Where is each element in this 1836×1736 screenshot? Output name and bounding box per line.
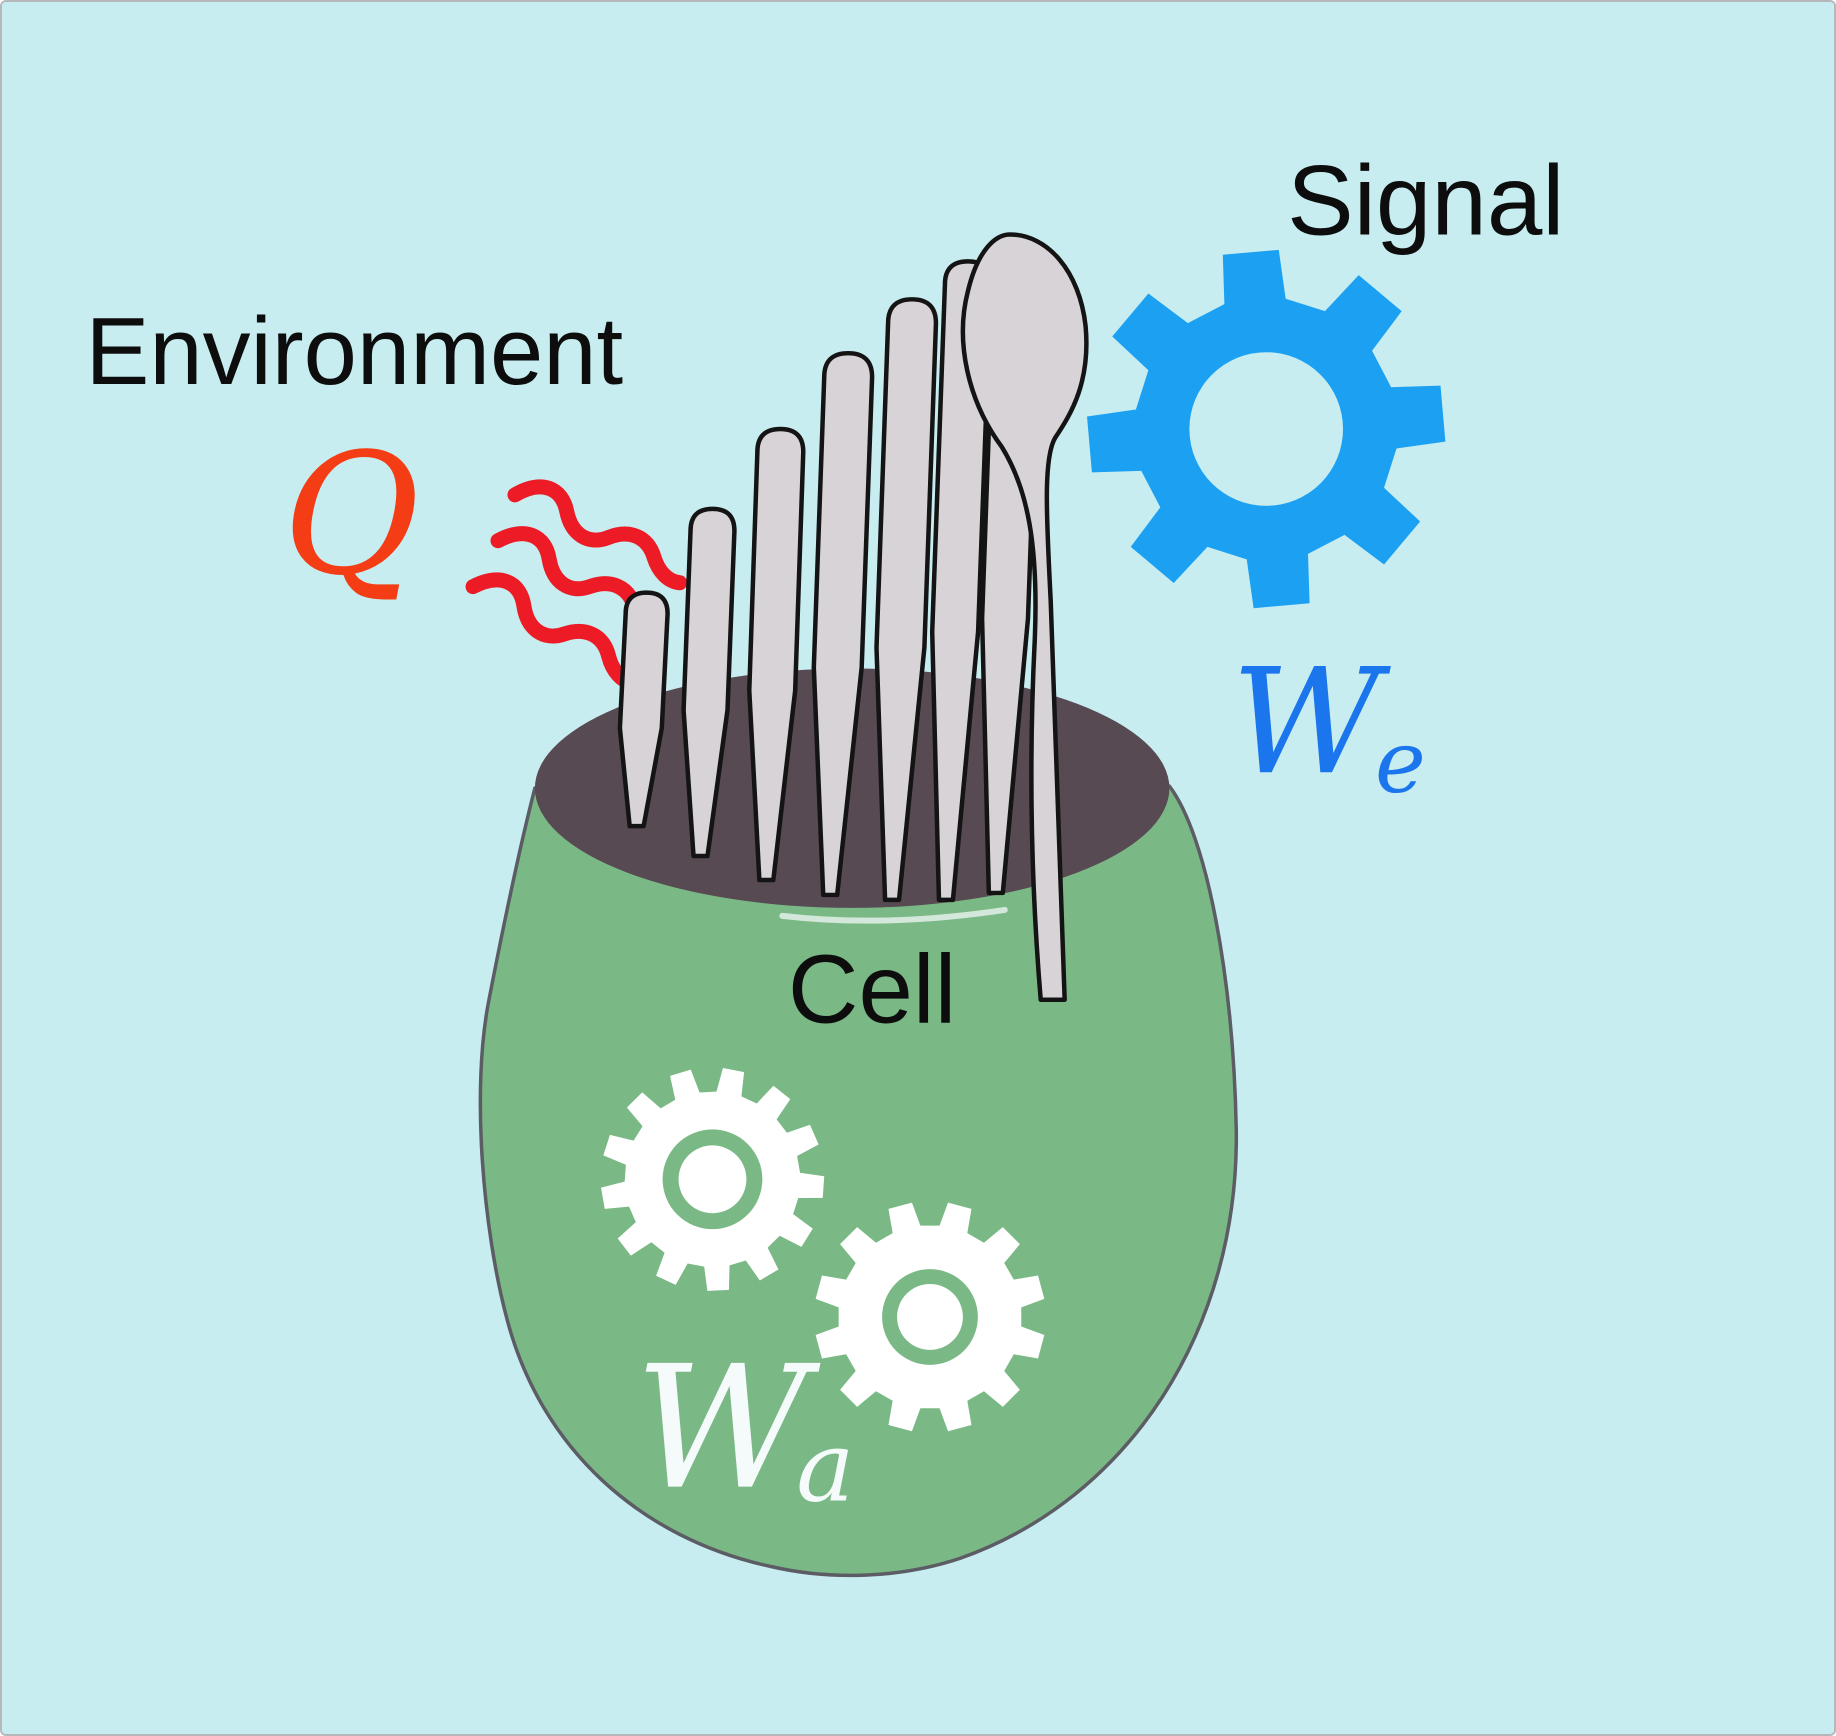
active-work-symbol: W a [635,1330,855,1527]
environment-label: Environment [85,298,623,405]
gear-icon-body [601,1068,825,1291]
external-work-symbol: W e [1231,638,1425,813]
external-work-subscript: e [1375,713,1426,813]
heat-wave-line [465,572,641,691]
plate-highlight [779,906,1008,924]
gear-icon-body [815,1202,1045,1432]
signal-gear-icon [1087,249,1446,609]
heat-symbol: Q [283,417,420,613]
gear-icon-hub-ring [662,1129,763,1230]
stereocilium [811,350,875,898]
active-work-base: W [635,1330,821,1527]
stereocilium [617,590,670,829]
cell-gear-icon-large [601,1068,825,1291]
kinocilium [960,232,1089,1002]
gear-icon-body [1087,249,1446,609]
stereocilium [681,506,737,859]
stereocilium [874,297,939,903]
stereocilium [747,426,806,883]
signal-label: Signal [1287,145,1564,256]
cell-gear-icon-small [815,1202,1045,1432]
cell-label: Cell [788,934,956,1044]
external-work-base: W [1231,638,1391,807]
heat-wave-line [507,479,688,591]
gear-icon-hub-ring [882,1269,978,1365]
active-work-subscript: a [796,1411,854,1525]
